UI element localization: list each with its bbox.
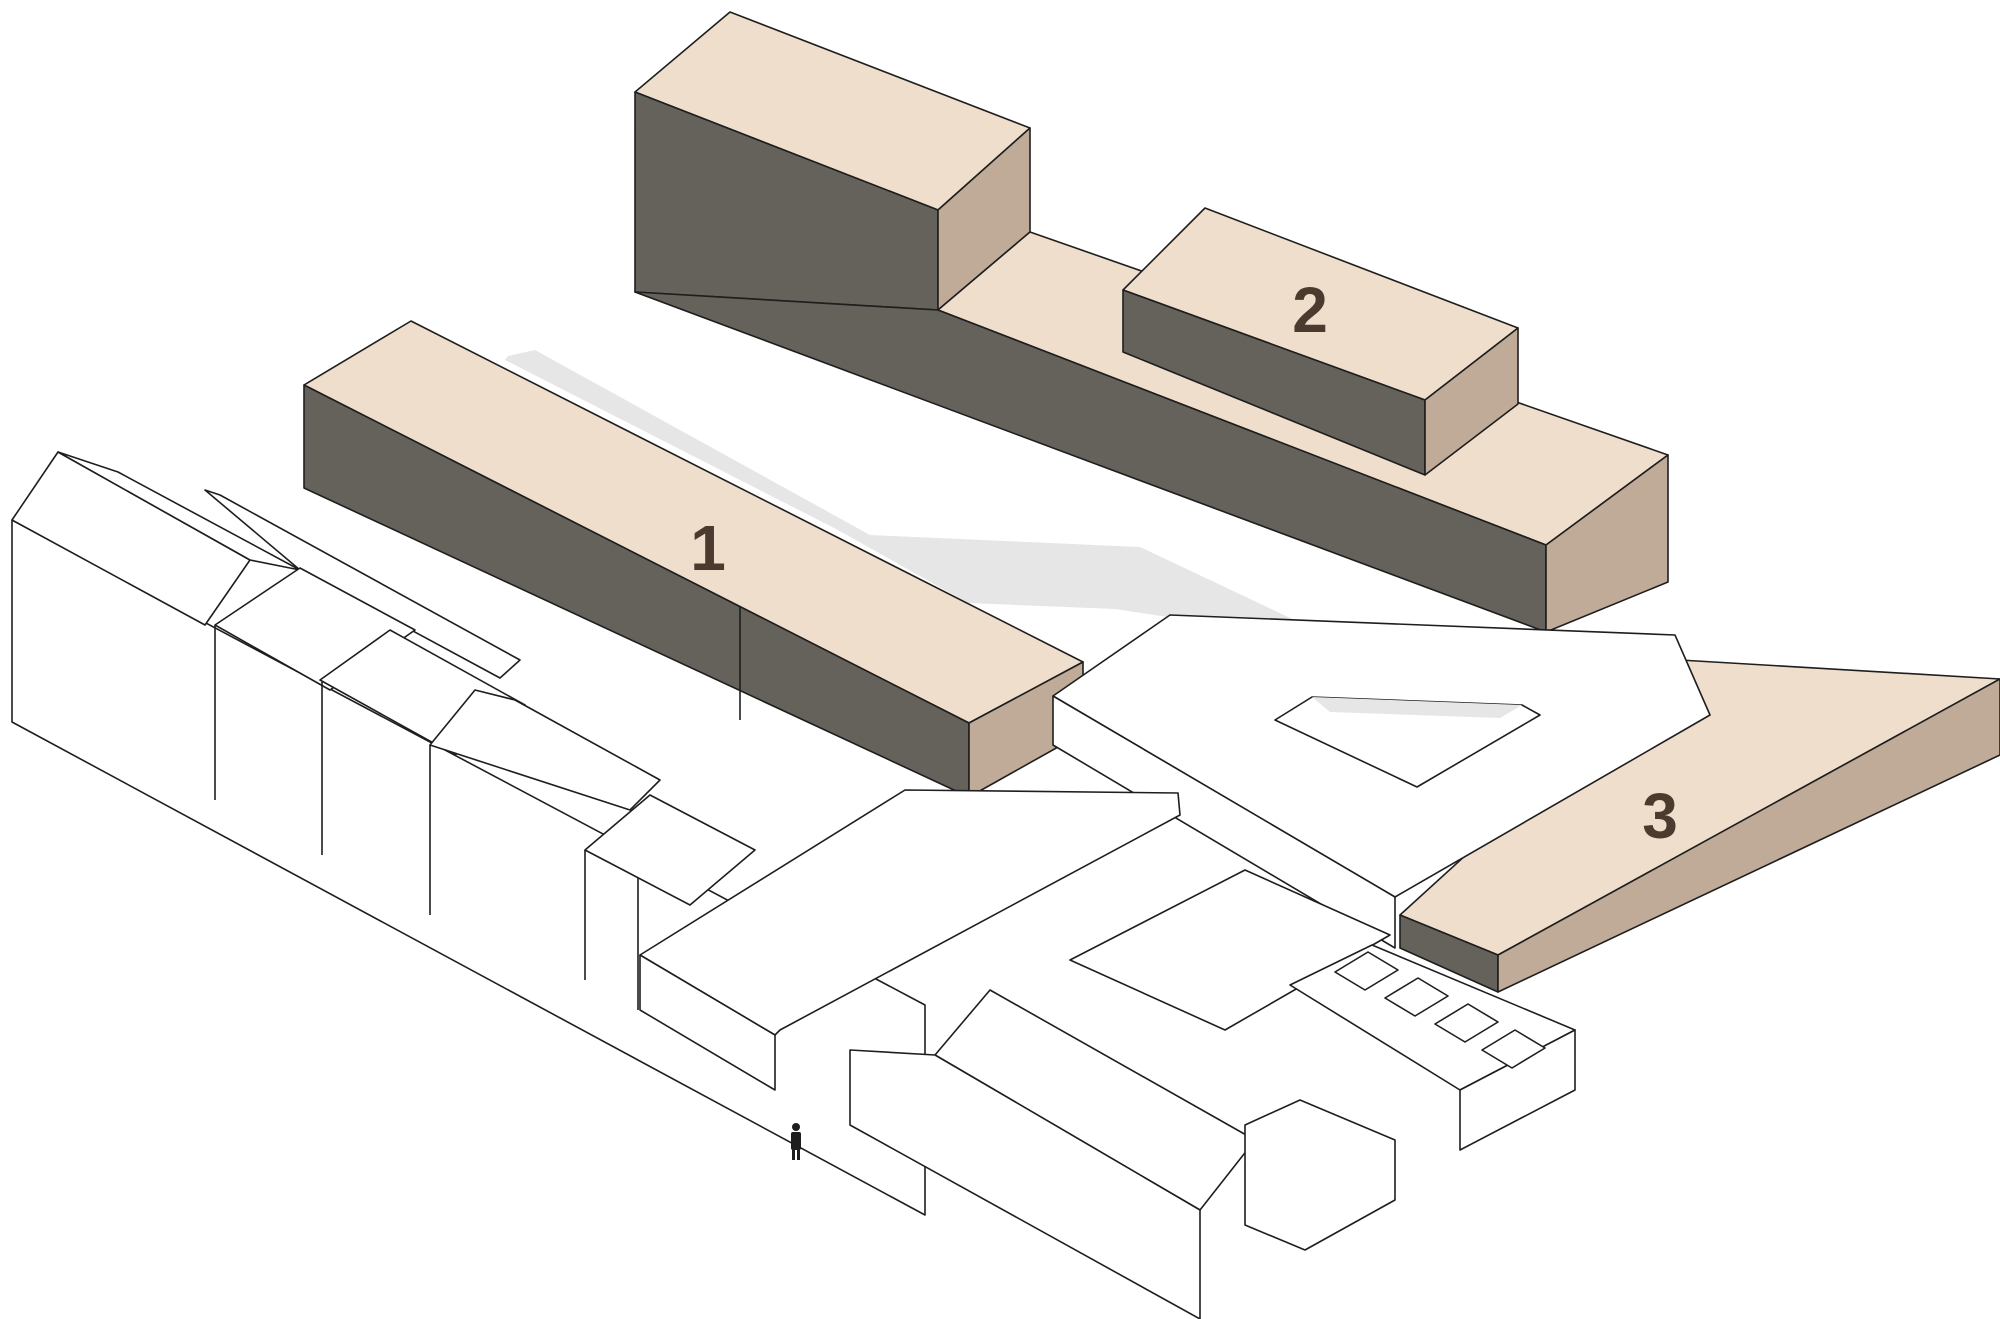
skylight-2 xyxy=(1384,977,1449,1017)
courtyard-block-front xyxy=(1052,695,1396,949)
existing-gable-2 xyxy=(429,689,661,811)
central-link-front xyxy=(639,954,776,1091)
pedestrian-path xyxy=(505,350,1305,628)
stepped-wall xyxy=(1244,1099,1396,1251)
courtyard-opening xyxy=(1274,696,1541,788)
skylight-4 xyxy=(1481,1029,1546,1069)
existing-buildings-center xyxy=(639,614,1711,1319)
building-3-label: 3 xyxy=(1642,780,1678,852)
building-2-label: 2 xyxy=(1292,274,1328,346)
building-2-low-side-facade xyxy=(1545,454,1669,633)
building-2-upper-side-facade xyxy=(1424,327,1519,476)
courtyard-opening-shade xyxy=(1312,697,1522,718)
skylight-3 xyxy=(1434,1003,1499,1043)
front-block-front xyxy=(849,1049,1201,1319)
existing-bay-3-roof xyxy=(584,794,756,906)
existing-wing-1 xyxy=(204,489,521,679)
inner-block-roof xyxy=(1069,869,1391,1031)
skylight-1 xyxy=(1334,951,1399,991)
building-3-massing xyxy=(1399,659,2000,993)
person-icon xyxy=(791,1123,801,1160)
building-3-side-facade xyxy=(1497,678,2000,993)
skylights xyxy=(1334,951,1546,1069)
building-1-label: 1 xyxy=(690,512,726,584)
building-2-massing xyxy=(634,11,1669,633)
